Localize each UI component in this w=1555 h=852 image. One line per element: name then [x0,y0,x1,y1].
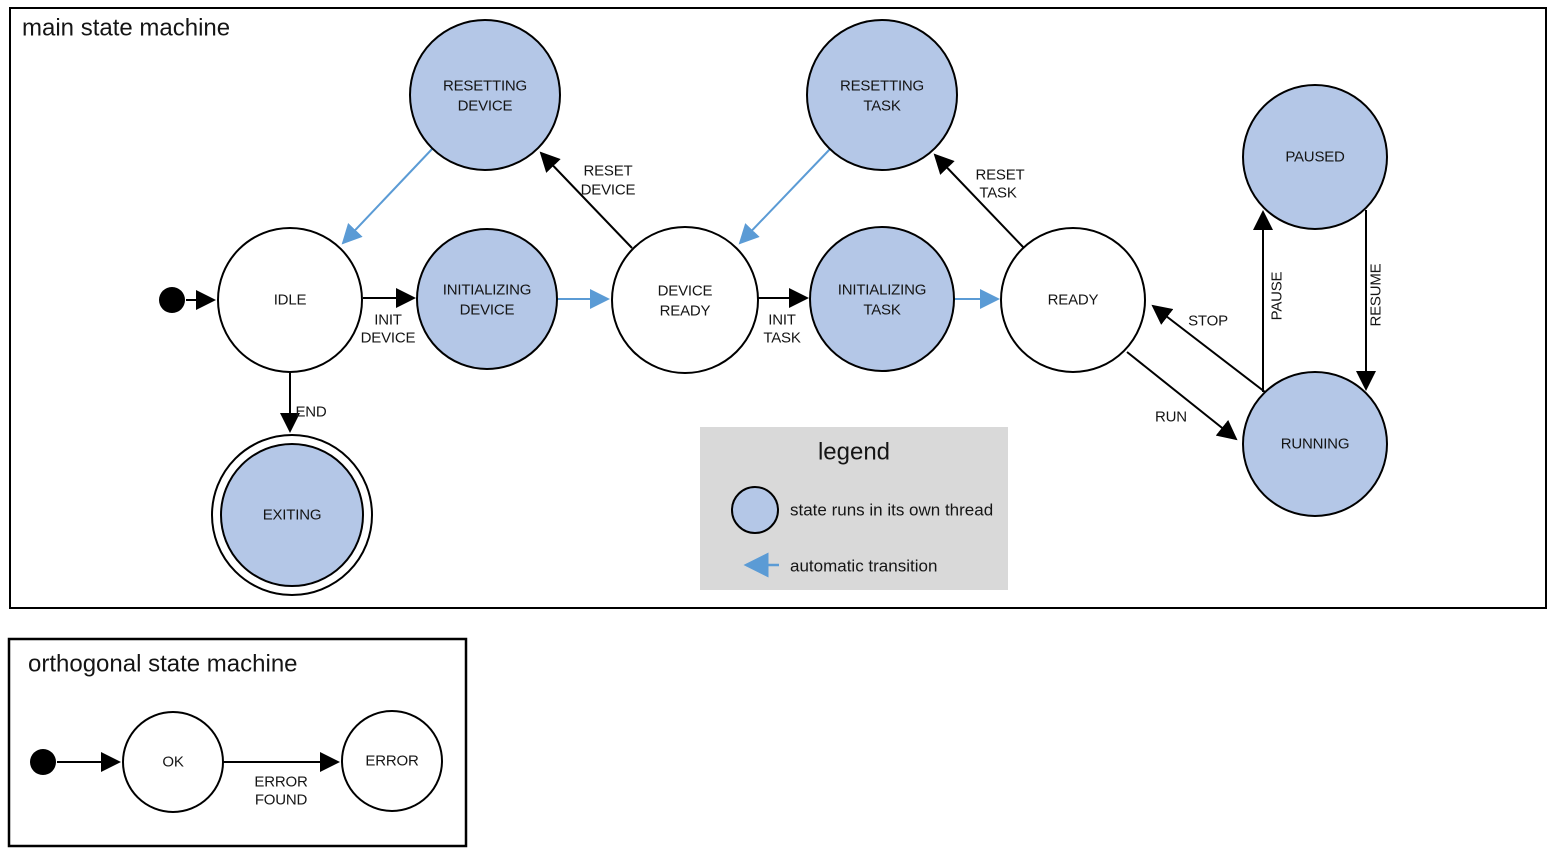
state-idle-label: IDLE [274,292,307,309]
state-resetting-device-label: RESETTING [443,78,527,95]
initial-state-dot [159,287,185,313]
legend-thread-item-label: state runs in its own thread [790,501,993,520]
main-title: main state machine [22,15,230,42]
state-resetting-device-circle [409,19,561,171]
transition-init-task-label: TASK [763,330,800,347]
transition-stop-label: STOP [1188,313,1228,330]
state-initializing-device-circle [416,228,558,370]
orthogonal-title: orthogonal state machine [28,651,298,678]
state-resetting-device-label: DEVICE [458,98,513,115]
transition-resume-label: RESUME [1368,263,1385,326]
state-ready-circle [1000,227,1146,373]
state-initializing-task-label: TASK [863,302,900,319]
transition-error-found-label: ERROR [254,774,308,791]
transition-init-device-label: DEVICE [361,330,416,347]
legend-title: legend [818,439,890,466]
state-initializing-task-circle [809,226,955,372]
state-initializing-task-label: INITIALIZING [838,282,926,299]
state-initializing-device-label: DEVICE [460,302,515,319]
state-error-label: ERROR [365,753,419,770]
transition-run-line [1126,351,1238,441]
state-resetting-task-label: TASK [863,98,900,115]
state-exiting-circle [220,443,364,587]
transition-reset-task-label: RESET [975,167,1024,184]
main-state-machine-box [9,7,1547,609]
transition-init-task-label: INIT [768,312,796,329]
state-ok-label: OK [162,754,183,771]
state-resetting-task-circle [806,19,958,171]
auto-transition-resetting-device-to-idle [341,147,434,245]
state-error-circle [341,710,443,812]
orthogonal-initial-state-dot [30,749,56,775]
state-resetting-task-label: RESETTING [840,78,924,95]
transition-end-label: END [295,404,326,421]
state-device-ready-label: DEVICE [658,283,713,300]
state-exiting-label: EXITING [263,507,322,524]
transition-error-found-label: FOUND [255,792,308,809]
state-paused-circle [1242,84,1388,230]
state-running-circle [1242,371,1388,517]
state-initializing-device-label: INITIALIZING [443,282,531,299]
transition-init-device-label: INIT [374,312,402,329]
state-idle-circle [217,227,363,373]
state-running-label: RUNNING [1281,436,1350,453]
state-paused-label: PAUSED [1285,149,1345,166]
transition-stop-line [1151,304,1266,393]
transition-pause-label: PAUSE [1269,271,1286,320]
transition-reset-task-label: TASK [979,185,1016,202]
auto-transition-resetting-task-to-device-ready [738,148,831,245]
transition-reset-task-line [933,153,1025,249]
transition-reset-device-label: RESET [583,163,632,180]
transition-reset-device-line [539,151,633,249]
legend-auto-item-label: automatic transition [790,557,937,576]
legend-threaded-state-icon [731,486,779,534]
state-device-ready-circle [611,226,759,374]
state-device-ready-label: READY [660,303,711,320]
transition-run-label: RUN [1155,409,1187,426]
orthogonal-state-machine-box [7,637,468,848]
transition-reset-device-label: DEVICE [581,182,636,199]
state-ready-label: READY [1048,292,1099,309]
